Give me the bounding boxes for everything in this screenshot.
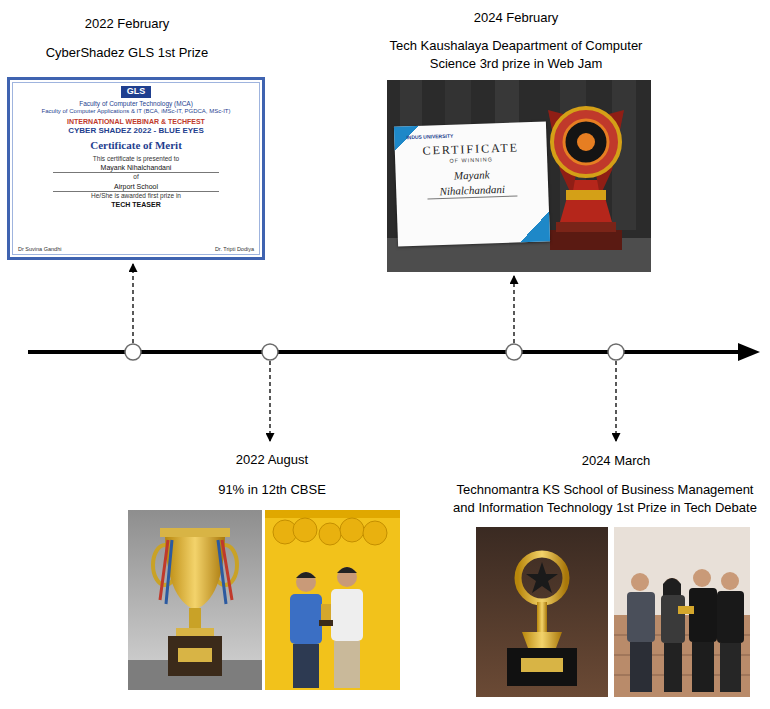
trophy-photo [165, 535, 225, 610]
group-photo [265, 510, 400, 690]
group-photo [627, 592, 655, 642]
event-title: Tech Kaushalaya Deapartment of Computer … [380, 37, 652, 73]
group-photo [721, 572, 739, 590]
group-photo [664, 643, 682, 692]
group-photo [614, 527, 750, 697]
award-photo [564, 120, 608, 164]
award-photo [387, 80, 651, 272]
university-name: INDUS UNIVERSITY [406, 130, 534, 141]
group-photo [661, 595, 685, 643]
timeline-point [608, 344, 624, 360]
group-photo [265, 510, 400, 690]
signatory-name: Dr. Tripti Dodiya [215, 246, 254, 253]
faculty-line: Faculty of Computer Applications & IT (B… [18, 108, 254, 116]
timeline-point [262, 344, 278, 360]
group-photo [337, 567, 357, 587]
group-photo [337, 567, 357, 573]
event-line: CYBER SHADEZ 2022 - BLUE EYES [18, 126, 254, 136]
signature-row: Dr Suvina Gandhi Dr. Tripti Dodiya [18, 246, 254, 253]
award-photo [577, 133, 595, 151]
trophy-photo [168, 636, 222, 676]
award-photo [566, 190, 606, 200]
trophy-photo [526, 562, 558, 593]
logo-text: GLS [121, 86, 152, 98]
trophy-photo [521, 658, 563, 672]
group-photo [296, 572, 316, 592]
event-date: 2022 February [12, 15, 242, 33]
group-photo [265, 510, 400, 518]
group-photo [321, 604, 331, 620]
trophy-photo [189, 608, 201, 630]
group-photo [319, 620, 333, 626]
group-photo [614, 527, 750, 697]
group-photo [363, 521, 387, 545]
group-photo [720, 643, 741, 692]
group-photo [689, 588, 717, 642]
certificate-heading: CERTIFICATE [407, 139, 535, 159]
group-photo [631, 573, 649, 591]
group-photo [293, 644, 319, 688]
trophy-photo [522, 632, 562, 648]
award-photo [556, 222, 616, 232]
trophy-photo [128, 510, 262, 690]
certificate-line: of [18, 173, 254, 181]
certificate-line: This certificate is presented to [18, 155, 254, 163]
event-title: Technomantra KS School of Business Manag… [444, 481, 766, 517]
prize-name: TECH TEASER [18, 200, 254, 209]
trophy-photo [166, 540, 226, 604]
trophy-photo [476, 527, 608, 697]
award-photo [550, 230, 622, 250]
award-photo [552, 108, 620, 176]
timeline-axis [28, 343, 760, 361]
trophy-photo [178, 648, 212, 662]
event-line: INTERNATIONAL WEBINAR & TECHFEST [18, 117, 254, 126]
dashed-arrow [133, 264, 616, 441]
group-photo [319, 523, 341, 545]
school-name: Airport School [53, 182, 218, 192]
event-date: 2024 February [401, 9, 631, 27]
group-photo [331, 589, 363, 641]
faculty-line: Faculty of Computer Technology (MCA) [18, 100, 254, 108]
group-photo [630, 642, 652, 692]
timeline-axis [738, 343, 760, 361]
group-photo [717, 591, 744, 643]
group-photo [334, 641, 360, 688]
trophy-photo [537, 602, 547, 632]
event-title: CyberShadez GLS 1st Prize [7, 44, 247, 62]
group-photo [296, 572, 316, 578]
certificate-card: GLS Faculty of Computer Technology (MCA)F… [7, 77, 265, 260]
event-date: 2024 March [516, 452, 716, 470]
trophy-photo [128, 510, 262, 690]
trophy-photo [476, 527, 608, 697]
timeline-point [506, 344, 522, 360]
dashed-arrow [615, 361, 616, 441]
event-date: 2022 August [172, 451, 372, 469]
group-photo [678, 606, 694, 614]
group-photo [340, 518, 364, 542]
dashed-arrow [513, 276, 514, 343]
trophy-photo [518, 554, 566, 602]
signatory-name: Dr Suvina Gandhi [18, 246, 61, 253]
timeline-point [125, 344, 624, 360]
certificate-heading: Certificate of Merit [18, 138, 254, 152]
award-photo [387, 80, 651, 272]
recipient-name: Mayank Nihalchandani [53, 163, 218, 173]
timeline-point [125, 344, 141, 360]
certificate-line: He/She is awarded first prize in [18, 192, 254, 200]
group-photo [290, 594, 322, 644]
event-title: 91% in 12th CBSE [162, 481, 382, 499]
dashed-arrow [269, 361, 270, 441]
trophy-photo [160, 528, 230, 537]
group-photo [692, 642, 714, 692]
group-photo [293, 518, 317, 542]
group-photo [693, 569, 711, 587]
trophy-photo [507, 648, 577, 686]
trophy-photo [176, 628, 214, 636]
certificate-card: INDUS UNIVERSITYCERTIFICATEOF WINNINGMay… [394, 121, 550, 246]
dashed-arrow [132, 264, 133, 343]
recipient-name: Mayank Nihalchandani [427, 167, 518, 200]
